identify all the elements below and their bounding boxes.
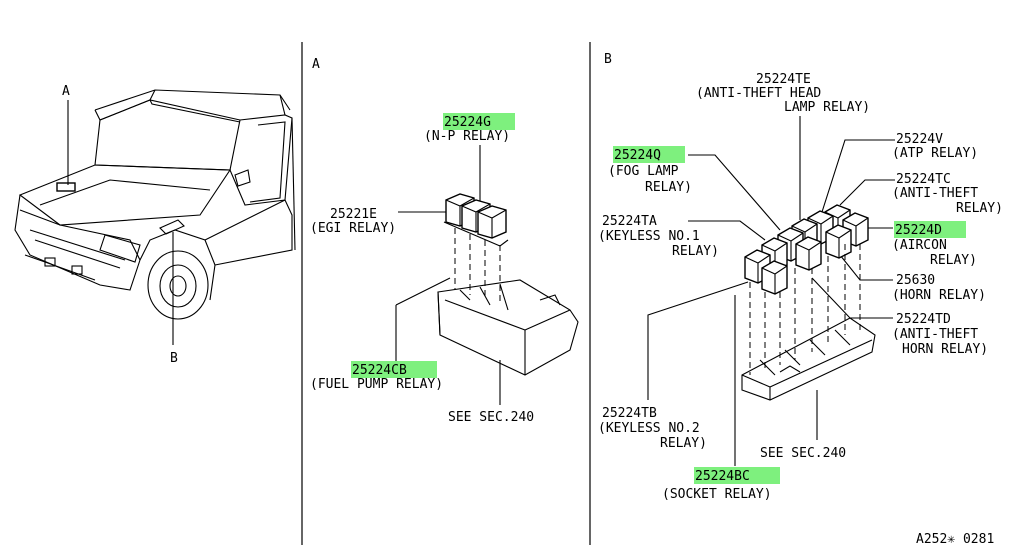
part-code-25224q: 25224Q [614, 148, 661, 163]
panel-b-letter: B [604, 52, 612, 67]
part-desc-25224q-2: RELAY) [645, 180, 692, 195]
part-code-25224tb: 25224TB [602, 406, 657, 421]
part-desc-25224q-1: (FOG LAMP [608, 164, 679, 179]
part-code-25224te: 25224TE [756, 72, 811, 87]
relay-bracket-b [741, 317, 876, 401]
part-code-25224d: 25224D [895, 223, 942, 238]
vehicle-illustration: A B [14, 84, 296, 366]
part-desc-25224g: (N-P RELAY) [424, 129, 510, 144]
see-ref-a: SEE SEC.240 [448, 410, 534, 425]
panel-a-letter: A [312, 57, 320, 72]
part-desc-25224td-1: (ANTI-THEFT [892, 327, 978, 342]
highlight-25224q [613, 146, 685, 163]
part-desc-25221e: (EGI RELAY) [310, 221, 396, 236]
part-desc-25224tc-1: (ANTI-THEFT [892, 186, 978, 201]
part-desc-25224ta-2: RELAY) [672, 244, 719, 259]
panel-b: B 25224TE (ANTI-THEFT HEAD LAMP RELAY) 2… [598, 52, 1003, 502]
highlight-25224cb [351, 361, 437, 378]
callout-a: A [62, 84, 70, 99]
part-desc-25224td-2: HORN RELAY) [902, 342, 988, 357]
relay-cluster-a [443, 193, 509, 247]
part-desc-25630: (HORN RELAY) [892, 288, 986, 303]
part-code-25224td: 25224TD [896, 312, 951, 327]
part-code-25630: 25630 [896, 273, 935, 288]
callout-b: B [170, 351, 178, 366]
part-desc-25224v: (ATP RELAY) [892, 146, 978, 161]
panel-a: A 25224G (N-P RELAY) 25221E (EGI RELAY) [310, 57, 579, 425]
part-desc-25224d-1: (AIRCON [892, 238, 947, 253]
part-desc-25224tb-2: RELAY) [660, 436, 707, 451]
part-desc-25224bc: (SOCKET RELAY) [662, 487, 772, 502]
part-desc-25224cb: (FUEL PUMP RELAY) [310, 377, 443, 392]
highlight-25224bc [694, 467, 780, 484]
part-code-25224bc: 25224BC [695, 469, 750, 484]
part-code-25221e: 25221E [330, 207, 377, 222]
figure-id: A252✳ 0281 [916, 532, 994, 547]
part-desc-25224d-2: RELAY) [930, 253, 977, 268]
relay-bracket-a [437, 279, 579, 376]
part-code-25224g: 25224G [444, 115, 491, 130]
part-code-25224ta: 25224TA [602, 214, 657, 229]
part-desc-25224tc-2: RELAY) [956, 201, 1003, 216]
part-desc-25224ta-1: (KEYLESS NO.1 [598, 229, 700, 244]
part-code-25224tc: 25224TC [896, 172, 951, 187]
part-code-25224v: 25224V [896, 132, 943, 147]
highlight-25224g [443, 113, 515, 130]
see-ref-b: SEE SEC.240 [760, 446, 846, 461]
part-desc-25224tb-1: (KEYLESS NO.2 [598, 421, 700, 436]
highlight-25224d [894, 221, 966, 238]
part-code-25224cb: 25224CB [352, 363, 407, 378]
part-desc-25224te-1: (ANTI-THEFT HEAD [696, 86, 821, 101]
relay-cluster-b [744, 204, 869, 295]
part-desc-25224te-2: LAMP RELAY) [784, 100, 870, 115]
